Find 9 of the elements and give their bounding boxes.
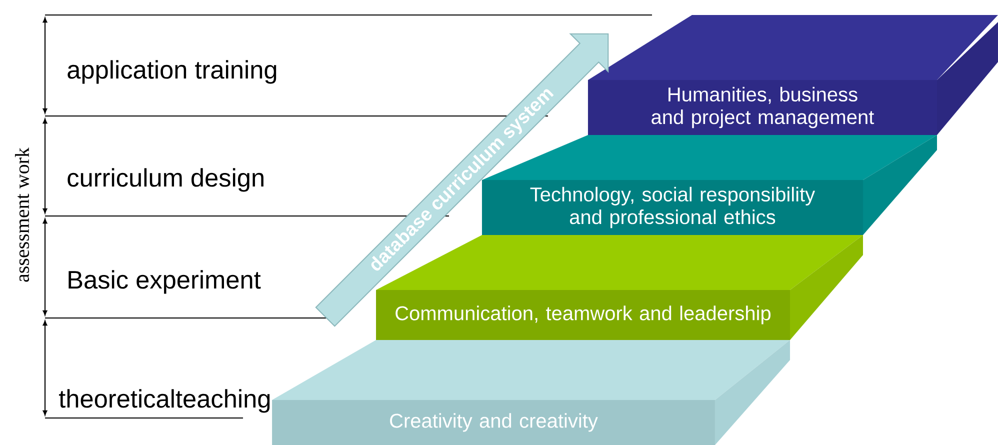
text-label: theoreticalteaching [59,389,270,413]
node-label: Creativity and creativity [390,413,598,432]
step-block: Humanities, business and project management [588,15,998,135]
node-label: Humanities, business and project management [652,86,874,128]
text-label: application training [68,60,276,84]
text-label: Basic experiment [68,270,261,294]
step-block: Creativity and creativity [272,340,790,445]
text-label: assessment work [15,148,30,282]
text-label: curriculum design [68,168,264,192]
